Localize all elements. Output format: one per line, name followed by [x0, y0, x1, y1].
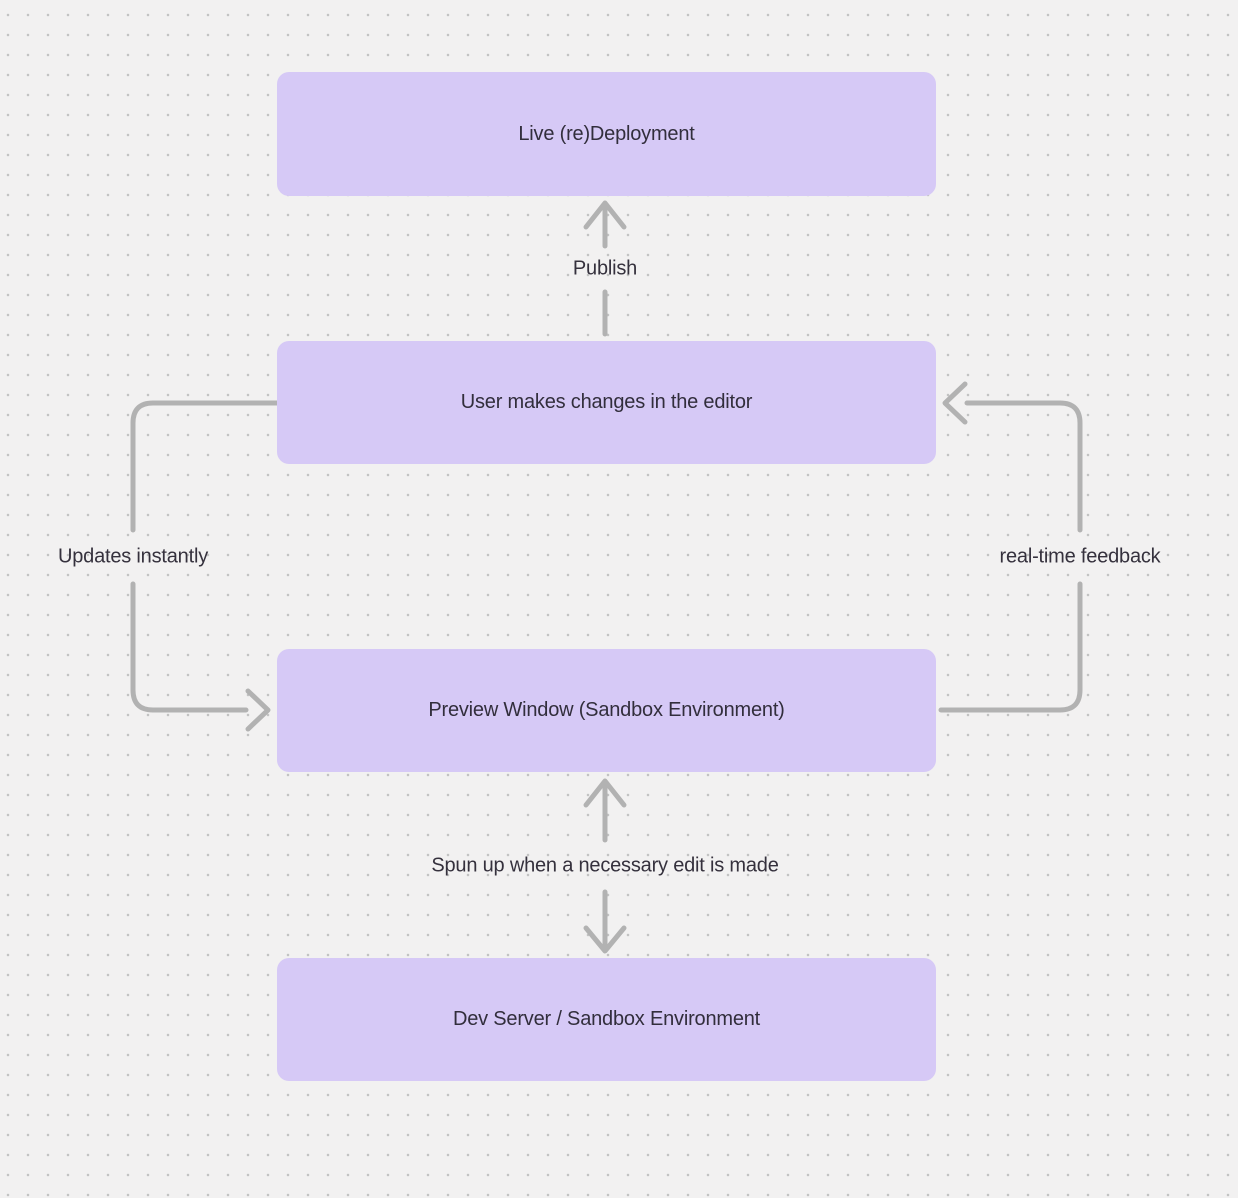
edge-label-publish: Publish [572, 257, 638, 280]
node-label: Preview Window (Sandbox Environment) [428, 699, 785, 721]
node-dev-server: Dev Server / Sandbox Environment [277, 958, 936, 1081]
edge-spun-up-arrow [583, 778, 627, 954]
node-label: Live (re)Deployment [518, 122, 695, 145]
edge-publish-arrow [583, 200, 627, 337]
node-user-makes-changes: User makes changes in the editor [277, 341, 936, 464]
node-live-redeployment: Live (re)Deployment [277, 72, 936, 196]
arrowhead-up-icon [583, 200, 627, 230]
arrowhead-left-icon [942, 381, 968, 425]
arrowhead-down-icon [583, 925, 627, 954]
node-label: Dev Server / Sandbox Environment [452, 1008, 761, 1030]
node-label: User makes changes in the editor [460, 391, 753, 413]
edge-label-updates-instantly: Updates instantly [57, 545, 209, 568]
arrowhead-right-icon [245, 688, 271, 732]
edge-real-time-feedback-arrow [938, 381, 1083, 713]
edge-label-real-time-feedback: real-time feedback [999, 545, 1161, 568]
edge-label-spun-up: Spun up when a necessary edit is made [431, 854, 779, 877]
node-preview-window: Preview Window (Sandbox Environment) [277, 649, 936, 772]
edge-updates-instantly-arrow [130, 400, 280, 732]
arrowhead-up-icon [583, 778, 627, 808]
